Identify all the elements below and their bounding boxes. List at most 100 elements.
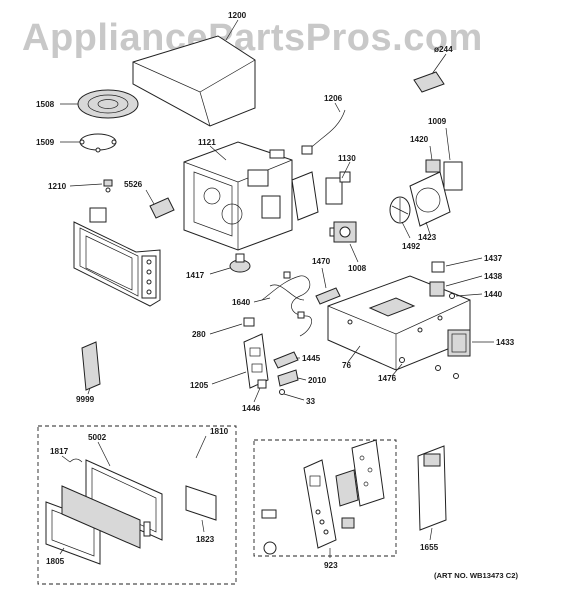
roller-ring	[79, 133, 117, 153]
part-label-5002: 5002	[88, 433, 107, 442]
screws-1476	[399, 357, 459, 379]
leader-1805	[59, 547, 65, 555]
leader-280	[209, 323, 243, 335]
leader-1130	[341, 161, 351, 179]
bracket-1470	[315, 287, 341, 305]
part-label-76: 76	[342, 361, 352, 370]
part-label-1476: 1476	[378, 374, 397, 383]
part-label-1492: 1492	[402, 242, 421, 251]
part-label-1420: 1420	[410, 135, 429, 144]
leader-1440	[455, 293, 483, 297]
latch-board	[243, 333, 269, 389]
wire-harness-1206	[301, 109, 346, 155]
switch-1445	[273, 351, 299, 369]
part-label-1121: 1121	[198, 138, 216, 147]
part-label-1417: 1417	[186, 271, 205, 280]
part-label-1438: 1438	[484, 272, 503, 281]
part-label-1210: 1210	[48, 182, 67, 191]
control-panel-box	[253, 439, 397, 557]
part-label-1445: 1445	[302, 354, 321, 363]
part-label-1205: 1205	[190, 381, 209, 390]
leader-2010	[297, 377, 307, 381]
leader-1446	[253, 387, 261, 403]
part-label-1817: 1817	[50, 447, 69, 456]
control-panel-parts	[261, 439, 385, 555]
part-label-1200: 1200	[228, 11, 247, 20]
leader-5526	[145, 189, 155, 205]
leader-0244	[431, 53, 447, 75]
control-board-1655	[417, 445, 447, 531]
part-label-1508: 1508	[36, 100, 55, 109]
leader-1206	[334, 102, 341, 113]
outer-case	[132, 35, 256, 127]
leader-1210	[69, 183, 103, 187]
leader-76	[347, 345, 361, 363]
owners-manual	[81, 341, 101, 391]
part-label-1446: 1446	[242, 404, 261, 413]
part-label-0244: ø244	[434, 45, 453, 54]
part-label-9999: 9999	[76, 395, 95, 404]
part-label-2010: 2010	[308, 376, 327, 385]
watermark-text: AppliancePartsPros.com	[22, 17, 483, 59]
capacitor-assembly	[429, 261, 455, 299]
part-label-1640: 1640	[232, 298, 251, 307]
part-label-1655: 1655	[420, 543, 439, 552]
leader-1417	[209, 267, 231, 275]
part-label-33: 33	[306, 397, 316, 406]
switch-2010	[277, 369, 299, 387]
magnetron	[329, 221, 357, 243]
label-0244	[413, 71, 445, 93]
leader-1817	[61, 455, 71, 463]
door-switch-assembly	[291, 171, 351, 221]
oven-cavity	[183, 141, 293, 251]
part-label-1423: 1423	[418, 233, 437, 242]
door-kit-parts	[45, 458, 217, 565]
part-label-1437: 1437	[484, 254, 503, 263]
part-label-923: 923	[324, 561, 338, 570]
leader-1810	[195, 435, 207, 459]
sensor-280	[243, 317, 255, 327]
leader-1205	[211, 371, 247, 385]
leader-9999	[87, 387, 91, 395]
leader-1470	[321, 267, 327, 289]
part-label-1433: 1433	[496, 338, 515, 347]
turntable-tray	[77, 89, 139, 119]
leader-1640	[253, 297, 271, 303]
leader-1008	[349, 243, 359, 263]
part-label-280: 280	[192, 330, 206, 339]
leader-1437	[445, 257, 483, 267]
part-label-1509: 1509	[36, 138, 55, 147]
part-label-1008: 1008	[348, 264, 367, 273]
turntable-motor	[229, 253, 251, 273]
leader-5002	[97, 441, 111, 467]
clip-1446	[257, 379, 267, 389]
part-label-1810: 1810	[210, 427, 229, 436]
leader-33	[283, 393, 305, 401]
part-label-1440: 1440	[484, 290, 503, 299]
part-label-1009: 1009	[428, 117, 447, 126]
small-bracket-1210	[103, 179, 113, 193]
art-number: (ART NO. WB13473 C2)	[434, 571, 518, 580]
part-label-1206: 1206	[324, 94, 343, 103]
part-label-1470: 1470	[312, 257, 331, 266]
leader-1200	[225, 19, 239, 41]
part-label-5526: 5526	[124, 180, 143, 189]
grille-5526	[149, 197, 175, 219]
part-label-1805: 1805	[46, 557, 65, 566]
leader-1492	[401, 221, 411, 239]
part-label-1823: 1823	[196, 535, 215, 544]
part-label-1130: 1130	[338, 154, 356, 163]
screw-33	[279, 389, 285, 395]
fan-motor-assembly	[389, 159, 463, 227]
leader-1423	[425, 221, 431, 235]
leader-1420	[429, 145, 433, 161]
leader-1121	[209, 145, 227, 161]
wire-harness-1640	[261, 271, 313, 337]
leader-1438	[445, 275, 483, 287]
leader-1823	[201, 519, 205, 533]
transformer	[447, 329, 471, 357]
leader-1476	[391, 363, 403, 377]
leader-1655	[429, 527, 433, 541]
front-door-assembly	[73, 207, 161, 307]
